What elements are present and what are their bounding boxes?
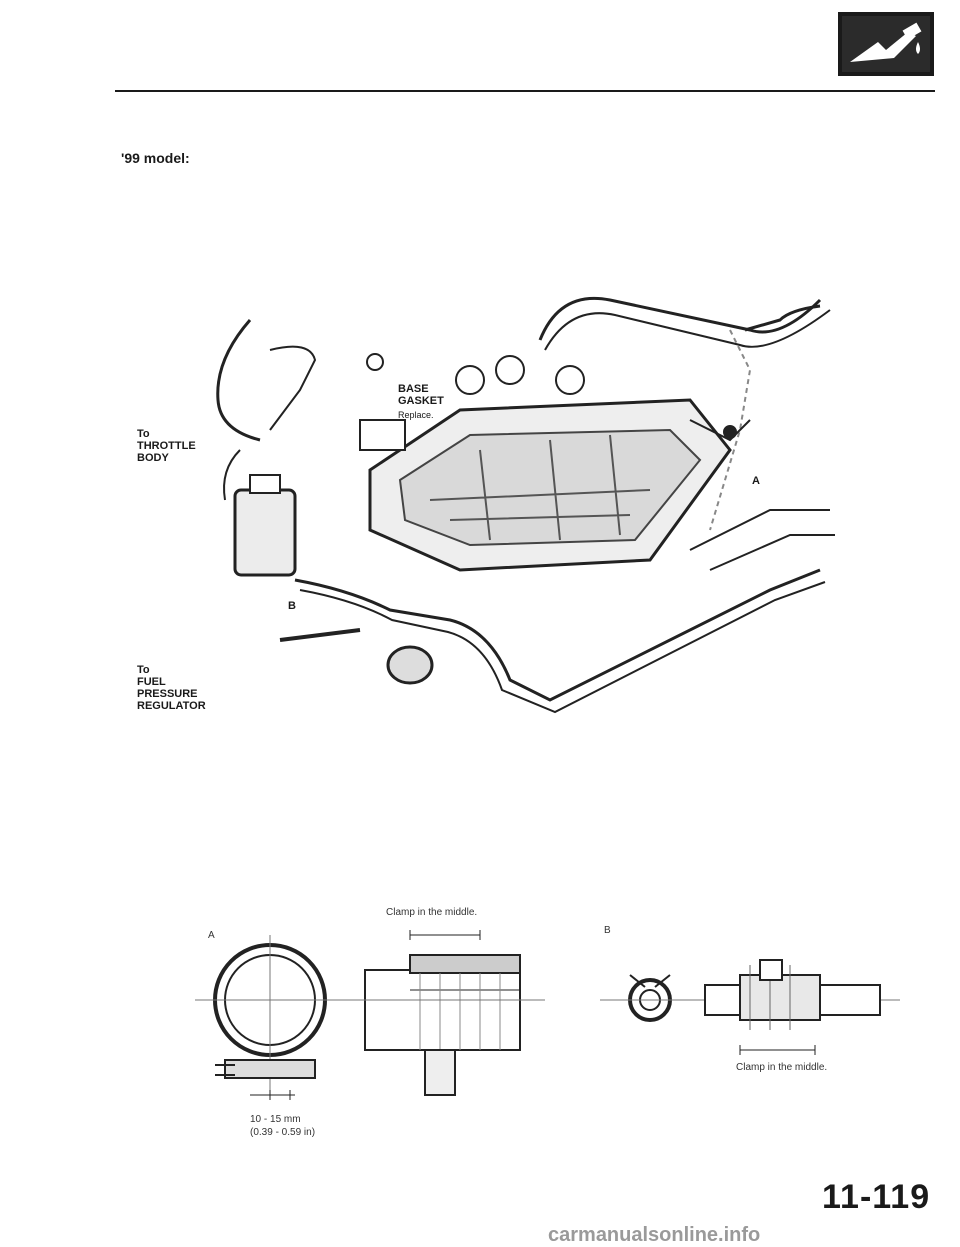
- fuel-pressure-regulator-callout: To FUEL PRESSURE REGULATOR: [137, 664, 206, 712]
- watermark: carmanualsonline.info: [548, 1224, 761, 1246]
- detail-a-drawing: [195, 930, 545, 1100]
- fuel-system-diagram: [216, 296, 835, 714]
- ref-b-marker: B: [288, 600, 296, 612]
- detail-b-label: B: [604, 925, 611, 936]
- header-rule: [115, 90, 935, 92]
- base-gasket-callout: BASE GASKET: [398, 383, 444, 407]
- detail-a-label: A: [208, 930, 215, 941]
- detail-b-drawing: [600, 959, 900, 1055]
- model-label: '99 model:: [121, 150, 190, 166]
- fuel-nozzle-icon: [838, 12, 934, 76]
- detail-a-dimension-in: (0.39 - 0.59 in): [250, 1127, 316, 1138]
- detail-b-clamp-note: Clamp in the middle.: [736, 1062, 828, 1073]
- ref-a-marker: A: [752, 475, 760, 487]
- detail-a-clamp-note: Clamp in the middle.: [386, 907, 478, 918]
- replace-note: Replace.: [398, 410, 434, 420]
- throttle-body-callout: To THROTTLE BODY: [137, 428, 196, 464]
- page-number: 11-119: [822, 1178, 931, 1216]
- detail-a-dimension-mm: 10 - 15 mm: [250, 1114, 301, 1125]
